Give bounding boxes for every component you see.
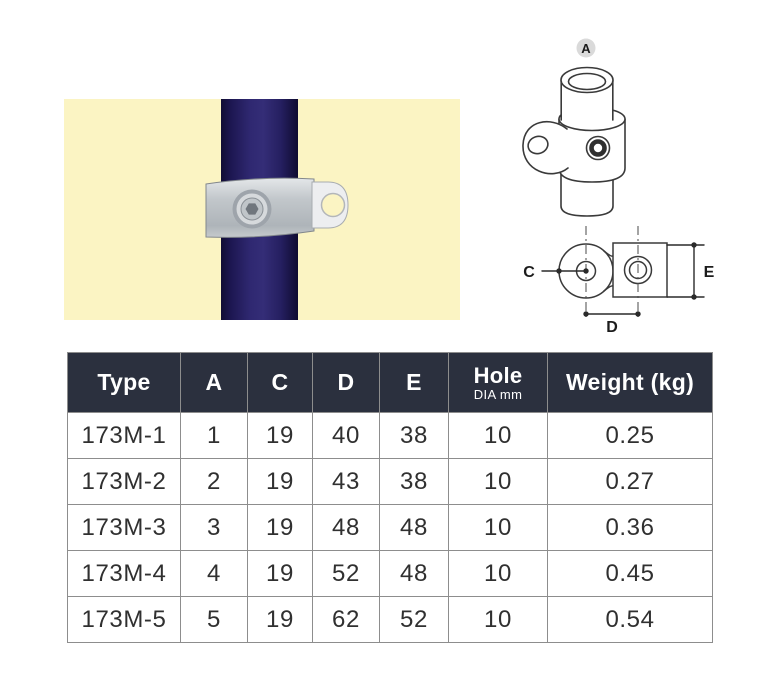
- plan-drawing-art: C E D: [523, 226, 715, 336]
- iso-lug-outline: [522, 121, 569, 175]
- value-cell: 52: [312, 550, 380, 597]
- value-cell: 3: [180, 504, 248, 551]
- col-header-hole-main: Hole: [473, 362, 523, 388]
- value-cell: 10: [448, 596, 548, 643]
- value-cell: 0.36: [547, 504, 713, 551]
- value-cell: 52: [379, 596, 449, 643]
- value-cell: 38: [379, 458, 449, 505]
- type-cell: 173M-1: [67, 412, 181, 459]
- header-row: Type A C D E Hole DIA mm Weight (kg): [67, 352, 713, 413]
- col-header-weight: Weight (kg): [547, 352, 713, 413]
- iso-lug-hole: [527, 135, 549, 155]
- spec-table: Type A C D E Hole DIA mm Weight (kg) 173…: [67, 352, 713, 643]
- value-cell: 43: [312, 458, 380, 505]
- value-cell: 62: [312, 596, 380, 643]
- value-cell: 1: [180, 412, 248, 459]
- value-cell: 19: [247, 412, 313, 459]
- plan-centerlines: [585, 226, 639, 320]
- label-d: D: [606, 319, 618, 336]
- label-c: C: [523, 264, 535, 281]
- value-cell: 40: [312, 412, 380, 459]
- col-header-type: Type: [67, 352, 181, 413]
- iso-drawing-art: A: [522, 38, 626, 217]
- plan-lug-center-dot: [583, 268, 589, 274]
- value-cell: 19: [247, 550, 313, 597]
- value-cell: 48: [312, 504, 380, 551]
- value-cell: 2: [180, 458, 248, 505]
- value-cell: 0.25: [547, 412, 713, 459]
- value-cell: 0.54: [547, 596, 713, 643]
- iso-drawing: A: [505, 22, 695, 217]
- value-cell: 38: [379, 412, 449, 459]
- value-cell: 48: [379, 504, 449, 551]
- type-cell: 173M-3: [67, 504, 181, 551]
- socket-bolt: [232, 189, 272, 229]
- iso-lower-tube: [560, 171, 614, 217]
- type-cell: 173M-2: [67, 458, 181, 505]
- value-cell: 48: [379, 550, 449, 597]
- value-cell: 10: [448, 504, 548, 551]
- lug-hole: [320, 192, 346, 218]
- dim-ext-lines-e: [666, 244, 705, 298]
- iso-upper-tube-sides: [560, 79, 614, 121]
- product-photo-art: [64, 99, 460, 320]
- value-cell: 19: [247, 596, 313, 643]
- spec-table-section: Type A C D E Hole DIA mm Weight (kg) 173…: [67, 352, 713, 643]
- col-header-hole-sub: DIA mm: [473, 386, 523, 402]
- col-header-d: D: [312, 352, 380, 413]
- plan-drawing: C E D: [500, 220, 735, 342]
- value-cell: 0.27: [547, 458, 713, 505]
- value-cell: 10: [448, 550, 548, 597]
- iso-tube-mouth-inner: [567, 72, 607, 91]
- label-a: A: [581, 41, 591, 56]
- col-header-c: C: [247, 352, 313, 413]
- value-cell: 5: [180, 596, 248, 643]
- product-photo: [64, 99, 460, 320]
- col-header-e: E: [379, 352, 449, 413]
- type-cell: 173M-4: [67, 550, 181, 597]
- label-a-bubble: A: [576, 38, 596, 58]
- value-cell: 19: [247, 504, 313, 551]
- type-cell: 173M-5: [67, 596, 181, 643]
- iso-bolt-ring: [589, 139, 607, 157]
- value-cell: 4: [180, 550, 248, 597]
- value-cell: 19: [247, 458, 313, 505]
- value-cell: 10: [448, 458, 548, 505]
- col-header-hole: Hole DIA mm: [448, 352, 548, 413]
- value-cell: 0.45: [547, 550, 713, 597]
- value-cell: 10: [448, 412, 548, 459]
- col-header-a: A: [180, 352, 248, 413]
- iso-tube-mouth-outer: [560, 66, 614, 94]
- label-e: E: [704, 264, 715, 281]
